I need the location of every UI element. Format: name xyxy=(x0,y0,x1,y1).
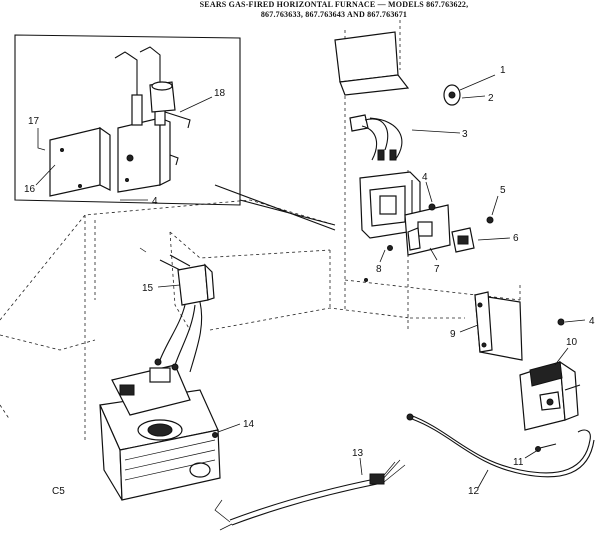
callout-13: 13 xyxy=(352,448,364,459)
pilot-assembly-inset xyxy=(14,34,336,231)
callout-4a: 4 xyxy=(422,172,428,183)
callout-8: 8 xyxy=(376,264,382,275)
control-relay xyxy=(519,347,581,459)
diagram-title-line-1: SEARS GAS-FIRED HORIZONTAL FURNACE — MOD… xyxy=(199,0,469,9)
callout-17: 17 xyxy=(28,116,40,127)
callout-14: 14 xyxy=(243,419,255,430)
callout-18: 18 xyxy=(214,88,226,99)
furnace-cabinet-outline xyxy=(0,20,521,440)
callout-6: 6 xyxy=(513,233,519,244)
callout-11: 11 xyxy=(513,457,524,468)
thermocouple-lead xyxy=(406,413,595,489)
callout-12: 12 xyxy=(468,486,480,497)
transformer xyxy=(139,247,215,373)
callout-4c: 4 xyxy=(589,316,595,327)
mounting-plate xyxy=(459,291,586,361)
junction-box-assembly xyxy=(359,171,511,282)
gas-valve xyxy=(99,364,241,501)
diagram-title-line-2: 867.763633, 867.763643 AND 867.763671 xyxy=(260,10,408,19)
callout-1: 1 xyxy=(500,65,506,76)
callout-15: 15 xyxy=(142,283,154,294)
callout-labels: 1 2 3 4 4 4 5 6 7 8 9 10 11 12 13 14 15 … xyxy=(24,65,595,497)
corner-code: C5 xyxy=(52,486,65,497)
callout-16: 16 xyxy=(24,184,36,195)
callout-2: 2 xyxy=(488,93,494,104)
wiring-conduit xyxy=(214,457,406,531)
limit-switch-assembly xyxy=(334,31,496,161)
callout-9: 9 xyxy=(450,329,456,340)
callout-10: 10 xyxy=(566,337,578,348)
callout-3: 3 xyxy=(462,129,468,140)
callout-7: 7 xyxy=(434,264,440,275)
callout-5: 5 xyxy=(500,185,506,196)
callout-4b: 4 xyxy=(152,196,158,207)
